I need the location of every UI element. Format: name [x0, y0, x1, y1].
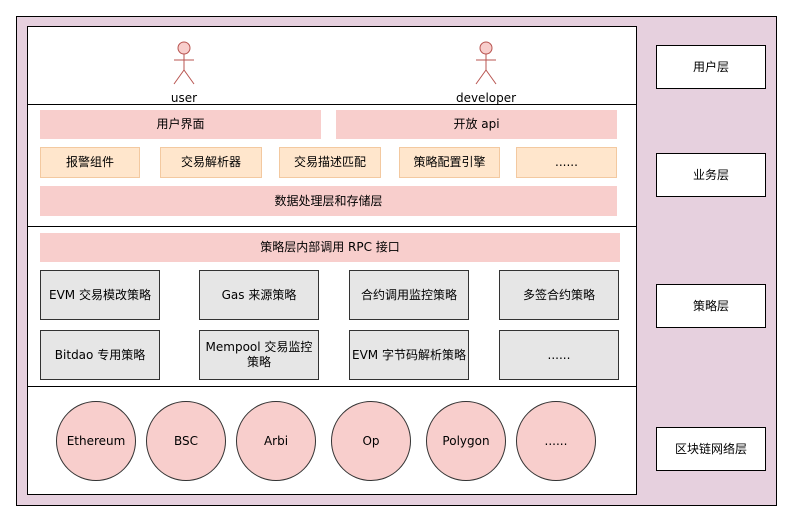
data-storage-box: 数据处理层和存储层: [40, 186, 617, 216]
chain-ethereum: Ethereum: [56, 401, 136, 481]
divider-user-business: [27, 104, 637, 105]
layer-label-business: 业务层: [656, 153, 766, 197]
gas-source-strategy: Gas 来源策略: [199, 270, 319, 320]
contract-call-monitor-strategy: 合约调用监控策略: [349, 270, 469, 320]
developer-actor-icon: [475, 41, 497, 85]
rpc-interface-box: 策略层内部调用 RPC 接口: [40, 233, 620, 262]
chain-bsc: BSC: [146, 401, 226, 481]
evm-tx-modify-strategy: EVM 交易模改策略: [40, 270, 160, 320]
layer-label-blockchain: 区块链网络层: [656, 427, 766, 471]
chain-more: ......: [516, 401, 596, 481]
tx-description-match-box: 交易描述匹配: [279, 147, 381, 178]
chain-op: Op: [331, 401, 411, 481]
bitdao-strategy: Bitdao 专用策略: [40, 330, 160, 380]
developer-actor-label: developer: [455, 91, 517, 105]
alert-component-box: 报警组件: [40, 147, 140, 178]
user-actor-label: user: [170, 91, 198, 105]
divider-strategy-chain: [27, 386, 637, 387]
strategy-config-engine-box: 策略配置引擎: [399, 147, 500, 178]
divider-business-strategy: [27, 226, 637, 227]
mempool-monitor-strategy: Mempool 交易监控策略: [199, 330, 319, 380]
tx-parser-box: 交易解析器: [160, 147, 262, 178]
chain-arbi: Arbi: [236, 401, 316, 481]
layer-label-user: 用户层: [656, 45, 766, 89]
user-interface-box: 用户界面: [40, 110, 321, 139]
layer-label-strategy: 策略层: [656, 284, 766, 328]
open-api-box: 开放 api: [336, 110, 617, 139]
user-actor-icon: [173, 41, 195, 85]
business-more-box: ......: [516, 147, 617, 178]
chain-polygon: Polygon: [426, 401, 506, 481]
multisig-contract-strategy: 多签合约策略: [499, 270, 619, 320]
strategy-more-box: ......: [499, 330, 619, 380]
evm-bytecode-strategy: EVM 字节码解析策略: [349, 330, 469, 380]
